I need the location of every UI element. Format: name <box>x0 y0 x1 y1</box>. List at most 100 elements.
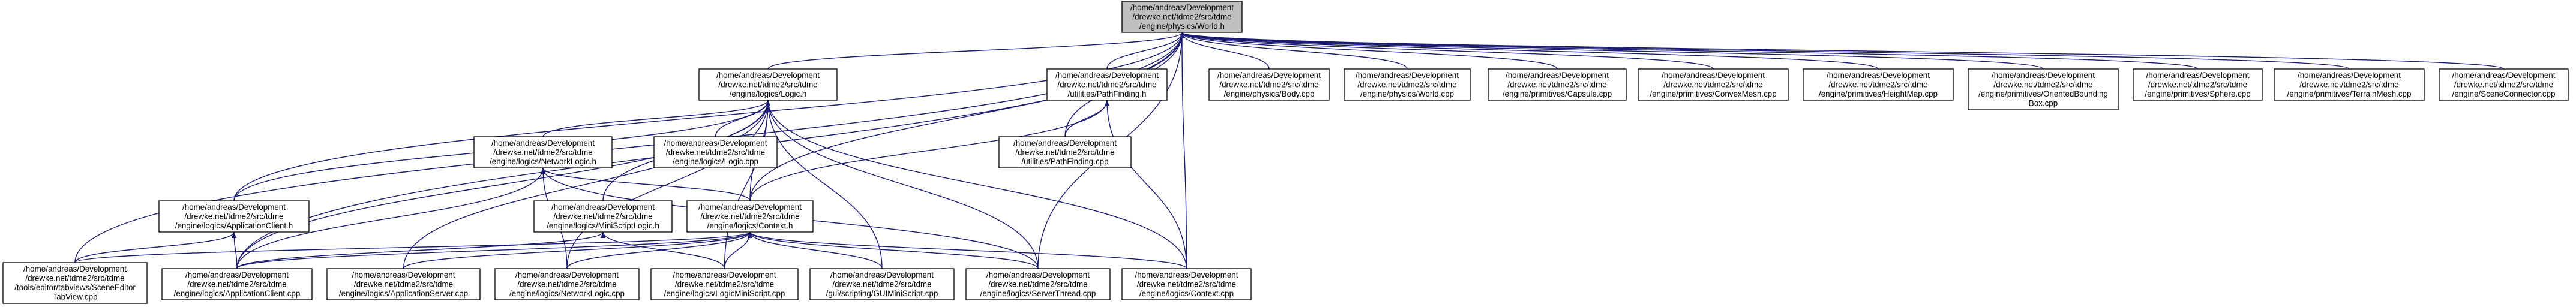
node-label-line: /engine/logics/ApplicationClient.cpp <box>174 289 301 298</box>
node-label-line: /home/andreas/Development <box>515 270 619 279</box>
node-logic-cpp[interactable]: /home/andreas/Development/drewke.net/tdm… <box>653 136 778 168</box>
edge-miniscriptlogic_h-to-applicationclient_cpp <box>236 231 605 269</box>
node-box <box>1638 68 1789 101</box>
node-label-line: /drewke.net/tdme2/src/tdme <box>1357 80 1456 89</box>
node-label-line: /engine/primitives/HeightMap.cpp <box>1819 89 1938 98</box>
node-box <box>653 136 778 168</box>
node-box <box>1803 68 1954 101</box>
node-label-line: /drewke.net/tdme2/src/tdme <box>1219 80 1318 89</box>
node-label-line: /drewke.net/tdme2/src/tdme <box>493 148 592 156</box>
node-miniscriptlogic-h[interactable]: /home/andreas/Development/drewke.net/tdm… <box>533 200 673 233</box>
node-serverthread-cpp[interactable]: /home/andreas/Development/drewke.net/tdm… <box>965 268 1111 300</box>
node-terrainmesh-cpp[interactable]: /home/andreas/Development/drewke.net/tdm… <box>2274 68 2425 101</box>
node-label-line: /engine/physics/World.cpp <box>1360 89 1454 98</box>
edge-logic_h-to-context_cpp <box>766 100 1187 269</box>
node-label-line: /drewke.net/tdme2/src/tdme <box>184 212 283 221</box>
edge-context_h-to-applicationclient_cpp <box>236 231 752 269</box>
node-label-line: /home/andreas/Development <box>698 203 802 212</box>
node-box <box>2274 68 2425 101</box>
node-label-line: /engine/logics/ApplicationClient.h <box>175 221 293 230</box>
node-sceneeditor-cpp[interactable]: /home/andreas/Development/drewke.net/tdm… <box>2 262 148 304</box>
node-obb-cpp[interactable]: /home/andreas/Development/drewke.net/tdm… <box>1968 68 2119 110</box>
node-applicationserver-cpp[interactable]: /home/andreas/Development/drewke.net/tdm… <box>326 268 481 300</box>
node-label-line: /home/andreas/Development <box>23 264 127 273</box>
node-label-line: /engine/logics/MiniScriptLogic.h <box>547 221 659 230</box>
node-networklogic-h[interactable]: /home/andreas/Development/drewke.net/tdm… <box>473 136 613 168</box>
node-logicminiscript-cpp[interactable]: /home/andreas/Development/drewke.net/tdm… <box>650 268 799 300</box>
node-body-cpp[interactable]: /home/andreas/Development/drewke.net/tdm… <box>1208 68 1330 101</box>
node-box <box>2133 68 2263 101</box>
node-pathfinding-h[interactable]: /home/andreas/Development/drewke.net/tdm… <box>1046 68 1168 101</box>
edge-logic_h-to-logicminiscript_cpp <box>724 100 770 269</box>
node-label-line: /drewke.net/tdme2/src/tdme <box>354 279 453 288</box>
edge-logic_h-to-networklogic_cpp <box>566 100 770 269</box>
node-label-line: /home/andreas/Development <box>182 203 286 212</box>
node-applicationclient-h[interactable]: /home/andreas/Development/drewke.net/tdm… <box>158 200 310 233</box>
node-heightmap-cpp[interactable]: /home/andreas/Development/drewke.net/tdm… <box>1803 68 1954 101</box>
node-context-h[interactable]: /home/andreas/Development/drewke.net/tdm… <box>686 200 814 233</box>
node-sphere-cpp[interactable]: /home/andreas/Development/drewke.net/tdm… <box>2133 68 2263 101</box>
edge-applicationclient_h-to-sceneeditor_cpp <box>74 231 236 263</box>
node-label-line: /drewke.net/tdme2/src/tdme <box>1137 279 1236 288</box>
node-box <box>809 268 955 300</box>
node-label-line: /home/andreas/Development <box>830 270 934 279</box>
node-label-line: /home/andreas/Development <box>1055 71 1159 80</box>
node-label-line: /drewke.net/tdme2/src/tdme <box>517 279 616 288</box>
edge-pathfinding_h-to-context_h <box>749 100 1109 201</box>
node-box <box>1344 68 1471 101</box>
node-box <box>965 268 1111 300</box>
edge-world_h-to-body_cpp <box>1180 32 1270 70</box>
edge-pathfinding_h-to-pathfinding_cpp <box>1064 100 1109 137</box>
node-applicationclient-cpp[interactable]: /home/andreas/Development/drewke.net/tdm… <box>161 268 313 300</box>
node-label-line: /home/andreas/Development <box>2146 71 2250 80</box>
node-box <box>1121 268 1252 300</box>
node-label-line: /drewke.net/tdme2/src/tdme <box>1057 80 1156 89</box>
edge-world_h-to-applicationclient_h <box>233 32 1184 201</box>
node-label-line: /engine/primitives/ConvexMesh.cpp <box>1650 89 1776 98</box>
node-box <box>698 68 838 101</box>
node-label-line: /home/andreas/Development <box>2298 71 2401 80</box>
node-convexmesh-cpp[interactable]: /home/andreas/Development/drewke.net/tdm… <box>1638 68 1789 101</box>
edge-world_h-to-capsule_cpp <box>1180 32 1558 70</box>
node-pathfinding-cpp[interactable]: /home/andreas/Development/drewke.net/tdm… <box>998 136 1132 168</box>
edge-context_h-to-context_cpp <box>748 231 1187 269</box>
node-sceneconnector-cpp[interactable]: /home/andreas/Development/drewke.net/tdm… <box>2439 68 2569 101</box>
node-label-line: /engine/logics/ServerThread.cpp <box>980 289 1096 298</box>
node-box <box>533 200 673 233</box>
node-label-line: /engine/logics/ApplicationServer.cpp <box>339 289 468 298</box>
node-label-line: /drewke.net/tdme2/src/tdme <box>1507 80 1606 89</box>
node-box <box>650 268 799 300</box>
node-box <box>158 200 310 233</box>
node-label-line: /home/andreas/Development <box>491 139 595 148</box>
node-context-cpp[interactable]: /home/andreas/Development/drewke.net/tdm… <box>1121 268 1252 300</box>
node-label-line: /drewke.net/tdme2/src/tdme <box>666 148 765 156</box>
node-world-cpp[interactable]: /home/andreas/Development/drewke.net/tdm… <box>1344 68 1471 101</box>
node-box <box>161 268 313 300</box>
node-label-line: /drewke.net/tdme2/src/tdme <box>988 279 1087 288</box>
edge-world_h-to-heightmap_cpp <box>1180 32 1879 70</box>
node-label-line: /home/andreas/Development <box>1130 3 1234 12</box>
node-label-line: /drewke.net/tdme2/src/tdme <box>1132 12 1231 21</box>
node-label-line: /gui/scripting/GUIMiniScript.cpp <box>826 289 938 298</box>
node-label-line: /engine/logics/NetworkLogic.h <box>490 157 596 166</box>
edge-world_h-to-obb_cpp <box>1180 32 2044 70</box>
node-label-line: /engine/physics/Body.cpp <box>1224 89 1315 98</box>
edge-world_h-to-sceneconnector_cpp <box>1180 32 2505 70</box>
edge-context_h-to-guiminiscript_cpp <box>748 231 883 269</box>
edge-world_h-to-convexmesh_cpp <box>1180 32 1714 70</box>
node-capsule-cpp[interactable]: /home/andreas/Development/drewke.net/tdm… <box>1488 68 1627 101</box>
node-label-line: /home/andreas/Development <box>1662 71 1765 80</box>
node-label-line: /drewke.net/tdme2/src/tdme <box>1993 80 2092 89</box>
node-label-line: Box.cpp <box>2029 99 2058 108</box>
node-label-line: /home/andreas/Development <box>1992 71 2095 80</box>
node-guiminiscript-cpp[interactable]: /home/andreas/Development/drewke.net/tdm… <box>809 268 955 300</box>
node-networklogic-cpp[interactable]: /home/andreas/Development/drewke.net/tdm… <box>494 268 640 300</box>
edge-miniscriptlogic_h-to-logicminiscript_cpp <box>601 231 725 269</box>
node-logic-h[interactable]: /home/andreas/Development/drewke.net/tdm… <box>698 68 838 101</box>
node-label-line: /home/andreas/Development <box>1135 270 1238 279</box>
node-box <box>1488 68 1627 101</box>
node-label-line: /engine/logics/Context.cpp <box>1139 289 1234 298</box>
node-label-line: /drewke.net/tdme2/src/tdme <box>1663 80 1762 89</box>
node-label-line: /utilities/PathFinding.cpp <box>1021 157 1108 166</box>
